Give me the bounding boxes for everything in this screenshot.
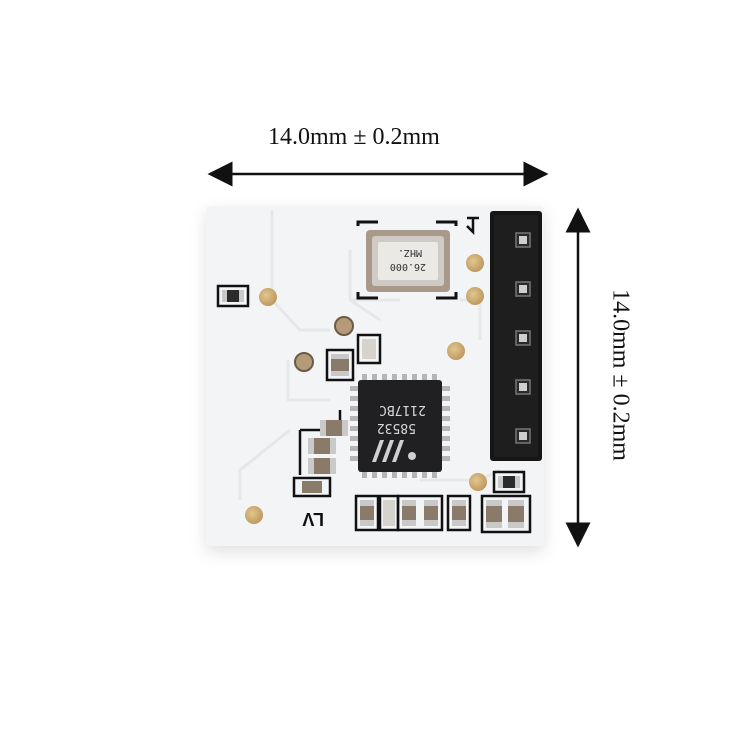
crystal-frequency-label: 26.000 (390, 261, 426, 272)
chip-marking-line2: 2117BC (379, 402, 426, 417)
crystal-unit-label: MHZ. (398, 247, 422, 258)
main-ic-chip: 58532 2117BC (350, 374, 450, 478)
pin1-marker (466, 216, 479, 236)
header-pins (515, 232, 531, 444)
silkscreen-mark: LV (302, 509, 324, 529)
pin-header (466, 211, 542, 461)
smd-components (216, 284, 532, 534)
chip-marking-line1: 58532 (377, 420, 416, 435)
ic-pins (350, 374, 450, 478)
chip-logo (372, 440, 416, 462)
crystal-oscillator: 26.000 MHZ. (356, 220, 458, 300)
width-dimension-label: 14.0mm ± 0.2mm (268, 124, 440, 150)
round-pads (245, 254, 487, 524)
